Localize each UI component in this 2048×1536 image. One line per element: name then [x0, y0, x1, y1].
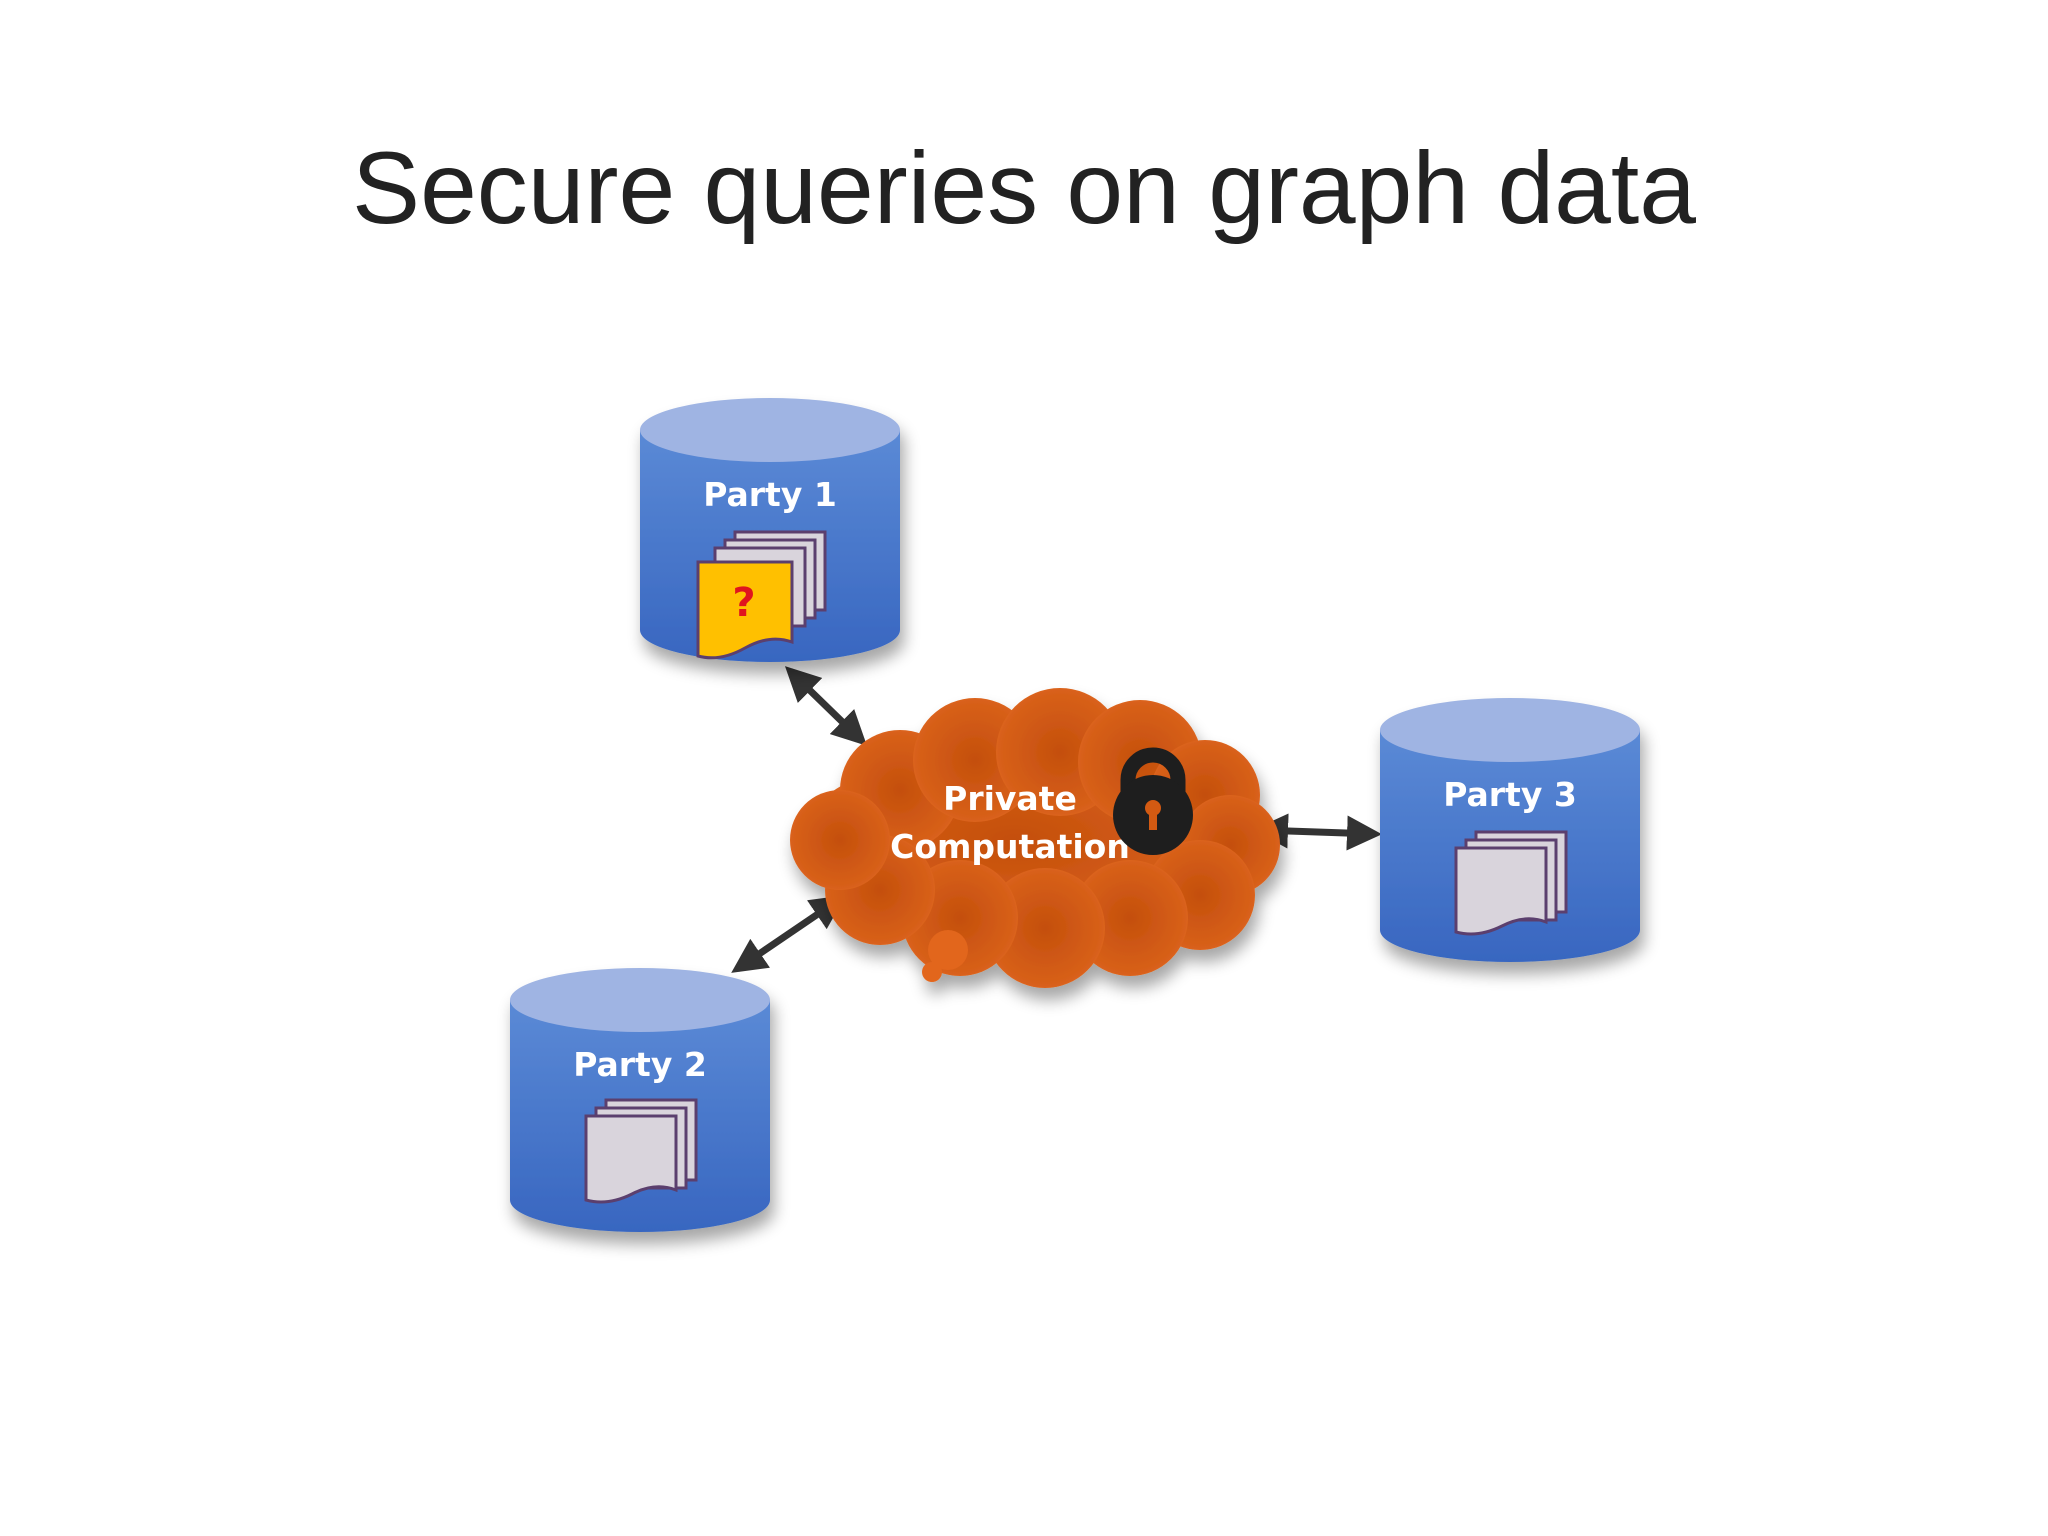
- lock-icon: [1113, 747, 1193, 855]
- query-mark: ?: [732, 580, 755, 626]
- party-1-cylinder-top: [640, 398, 900, 462]
- cloud-tail-bubble-small: [922, 962, 942, 982]
- cloud-label-line-1: Private: [943, 779, 1077, 818]
- party-3-label: Party 3: [1443, 775, 1577, 814]
- query-document-icon: ?: [696, 560, 794, 660]
- party-2-cylinder-top: [510, 968, 770, 1032]
- arrow-party1-cloud: [784, 666, 868, 746]
- arrow-party2-cloud: [731, 895, 846, 973]
- party-1-label: Party 1: [703, 475, 837, 514]
- arrow-party3-cloud: [1253, 813, 1382, 851]
- party-2-label: Party 2: [573, 1045, 707, 1084]
- party-3-cylinder-top: [1380, 698, 1640, 762]
- party-2-document-stack: [584, 1098, 698, 1204]
- party-3-document-stack: [1454, 830, 1568, 936]
- cloud-tail-bubble-large: [928, 930, 968, 970]
- cloud-label-line-2: Computation: [890, 827, 1130, 866]
- slide-title: Secure queries on graph data: [352, 131, 1696, 245]
